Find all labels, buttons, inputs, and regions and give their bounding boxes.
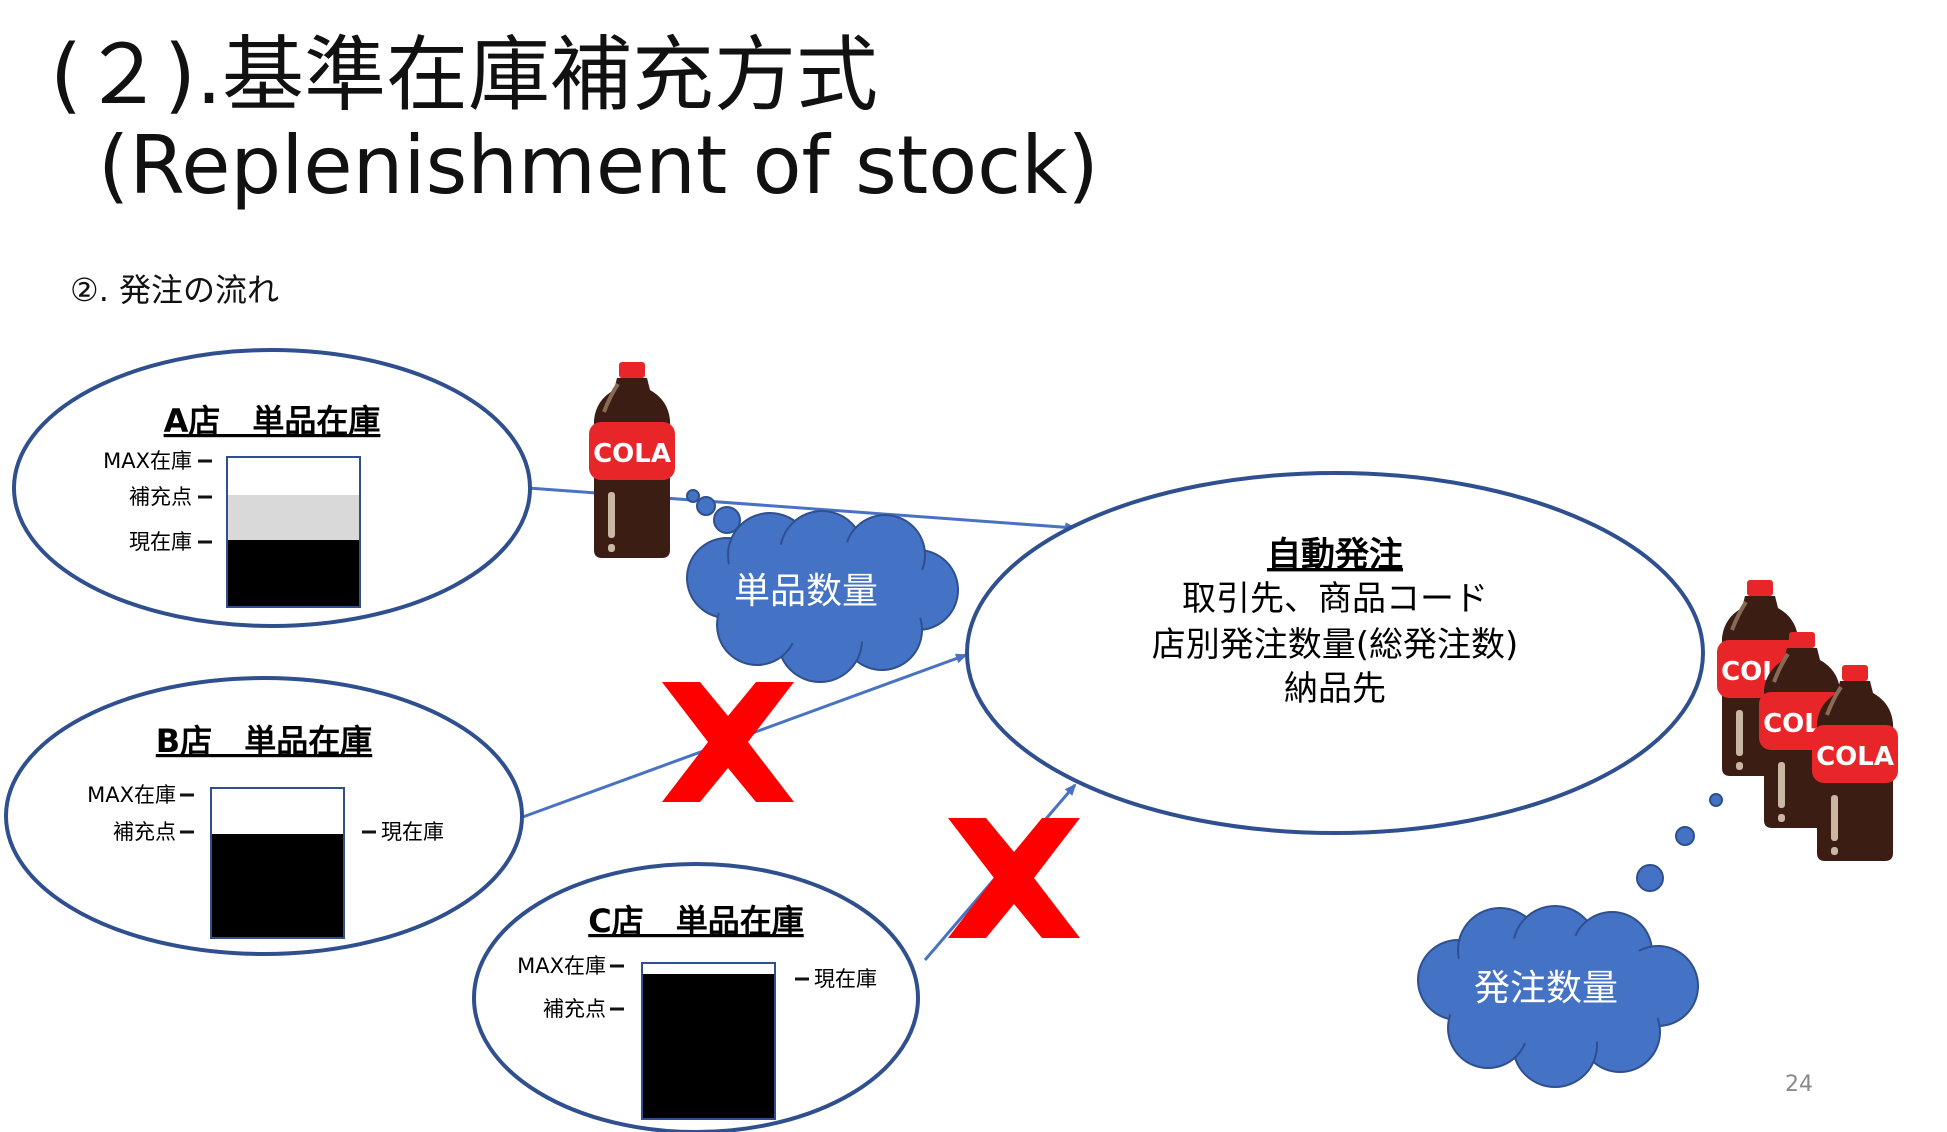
cloud-item-quantity: 単品数量 xyxy=(686,489,959,683)
store-b-current-stock-fill xyxy=(211,834,344,938)
store-a-current-stock-fill xyxy=(227,540,360,607)
store-c-gauge-border xyxy=(641,962,776,1120)
store-c-max-label: MAX在庫 xyxy=(517,954,606,978)
store-c-group: C店 単品在庫 MAX在庫 補充点 現在庫 xyxy=(472,862,920,1132)
store-b-reorder-label: 補充点 xyxy=(113,820,176,844)
cola-bottle-label: COLA xyxy=(593,439,671,469)
store-b-group: B店 単品在庫 MAX在庫 補充点 現在庫 xyxy=(4,676,524,956)
page-number: 24 xyxy=(1785,1072,1813,1097)
auto-order-ellipse xyxy=(965,471,1705,835)
cloud-order-quantity-label: 発注数量 xyxy=(1474,968,1618,1009)
cola-bottle-stack-label-3: COLA xyxy=(1816,742,1894,772)
auto-order-line-3: 納品先 xyxy=(1284,669,1386,709)
cola-bottle-icon: COLA xyxy=(587,360,677,560)
store-a-reorder-label: 補充点 xyxy=(129,485,192,509)
no-order-cross-b xyxy=(662,682,794,802)
cola-bottle-stack-icon: COLA COLA COLA xyxy=(1715,578,1900,863)
auto-order-line-2: 店別発注数量(総発注数) xyxy=(1152,625,1519,665)
auto-order-line-1: 取引先、商品コード xyxy=(1182,579,1488,619)
store-a-gauge-border xyxy=(226,456,361,608)
cloud-order-quantity: 発注数量 xyxy=(1417,793,1723,1088)
no-order-cross-c xyxy=(948,818,1080,938)
store-c-reorder-label: 補充点 xyxy=(543,997,606,1021)
slide-title-line1: (２).基準在庫補充方式 xyxy=(50,28,879,123)
store-a-max-label: MAX在庫 xyxy=(103,449,192,473)
cloud-item-quantity-label: 単品数量 xyxy=(734,571,878,612)
auto-order-title: 自動発注 xyxy=(1267,535,1403,575)
store-a-group: A店 単品在庫 MAX在庫 補充点 現在庫 xyxy=(12,348,532,628)
store-c-current-label: 現在庫 xyxy=(814,967,877,991)
store-c-title: C店 単品在庫 xyxy=(588,902,804,940)
store-b-max-label: MAX在庫 xyxy=(87,783,176,807)
slide-subtitle: ②. 発注の流れ xyxy=(70,271,280,309)
store-b-current-label: 現在庫 xyxy=(381,820,444,844)
store-a-title: A店 単品在庫 xyxy=(164,402,381,440)
slide-title-line2: (Replenishment of stock) xyxy=(98,119,1099,212)
store-b-title: B店 単品在庫 xyxy=(156,722,372,760)
store-a-current-label: 現在庫 xyxy=(129,530,192,554)
auto-order-group: 自動発注 取引先、商品コード 店別発注数量(総発注数) 納品先 xyxy=(965,471,1705,835)
store-c-current-stock-fill xyxy=(642,974,775,1119)
store-b-gauge-border xyxy=(210,787,345,939)
